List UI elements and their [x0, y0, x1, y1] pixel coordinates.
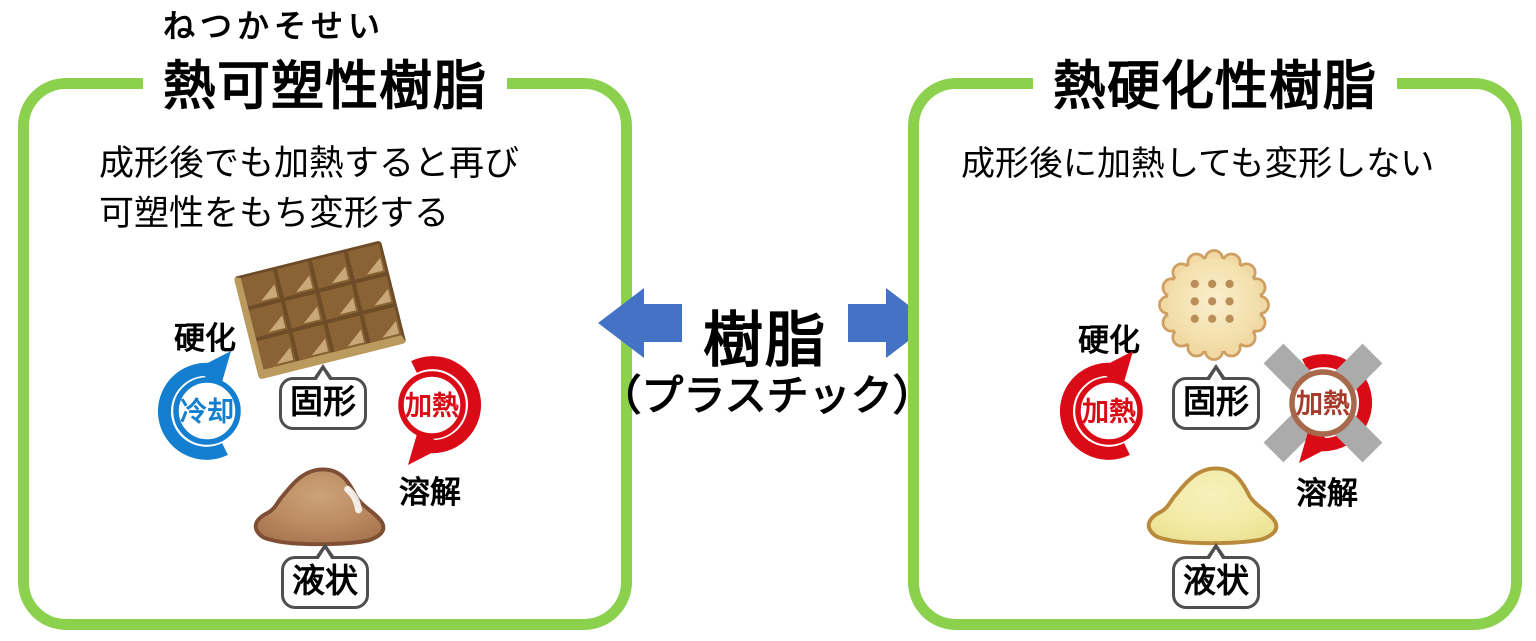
thermosetting-description: 成形後に加熱しても変形しない — [961, 141, 1434, 187]
biscuit-icon — [1158, 249, 1270, 361]
mound-shape — [1146, 466, 1279, 546]
solid-state-bubble: 固形 — [279, 364, 367, 430]
heating-badge — [1075, 377, 1143, 445]
cooling-badge-label: 冷却 — [180, 397, 234, 427]
heating-arc — [1302, 354, 1373, 452]
resin-label: 樹脂 — [703, 307, 827, 374]
harden-label: 硬化 — [174, 321, 236, 356]
thermoplastic-description: 成形後でも加熱すると再び 可塑性をもち変形する — [99, 139, 519, 239]
description-line-1: 成形後に加熱しても変形しない — [961, 145, 1435, 183]
thermosetting-panel: 熱硬化性樹脂 成形後に加熱しても変形しない 硬化 加熱 固 — [908, 56, 1522, 630]
solid-state-bubble: 固形 — [1172, 364, 1260, 430]
melt-label: 溶解 — [399, 475, 461, 510]
description-line-2: 可塑性をもち変形する — [99, 194, 450, 233]
biscuit-dots — [1190, 279, 1234, 323]
cooling-badge — [173, 377, 241, 445]
mound-shape — [253, 467, 386, 547]
melted-chocolate-mound-icon — [253, 467, 386, 547]
cooling-arrowhead-icon — [196, 351, 231, 389]
liquid-state-bubble: 液状 — [1172, 543, 1260, 609]
melt-label: 溶解 — [1296, 476, 1358, 511]
thermosetting-title: 熱硬化性樹脂 — [1033, 56, 1397, 118]
description-line-1: 成形後でも加熱すると再び — [99, 144, 520, 183]
heating-badge-muted — [1289, 369, 1357, 437]
mound-highlight — [344, 485, 362, 514]
heating-badge — [398, 371, 466, 439]
cooling-arc — [157, 362, 228, 460]
heating-arrowhead-icon — [408, 427, 443, 465]
thermoplastic-panel: 熱可塑性樹脂 成形後でも加熱すると再び 可塑性をもち変形する 硬化 冷却 固形 … — [18, 56, 632, 630]
heating-cycle-arrow: 加熱 — [398, 356, 482, 465]
heating-arc — [411, 356, 482, 454]
plastic-label: （プラスチック） — [599, 372, 935, 419]
powder-mound-icon — [1146, 466, 1279, 546]
furigana-netsukasei: ねつかそせい — [163, 8, 386, 44]
heating-harden-cycle-arrow: 加熱 — [1059, 351, 1143, 460]
flow-arrow-right-icon — [848, 288, 932, 358]
heating-arrowhead-icon — [1299, 425, 1334, 463]
cooling-cycle-arrow: 冷却 — [157, 351, 241, 460]
heating-arrowhead-icon — [1098, 351, 1133, 389]
heating-badge-label: 加熱 — [405, 391, 459, 421]
heating-melt-cycle-arrow-crossed: 加熱 — [1263, 343, 1383, 463]
thermoplastic-title: 熱可塑性樹脂 — [143, 56, 507, 118]
heating-badge-label: 加熱 — [1082, 397, 1136, 427]
chocolate-squares — [240, 243, 402, 370]
heating-badge-label: 加熱 — [1296, 389, 1350, 419]
flow-arrow-left-icon — [598, 288, 682, 358]
heating-arc — [1059, 362, 1130, 460]
harden-label: 硬化 — [1078, 323, 1140, 358]
liquid-state-bubble: 液状 — [281, 543, 369, 609]
